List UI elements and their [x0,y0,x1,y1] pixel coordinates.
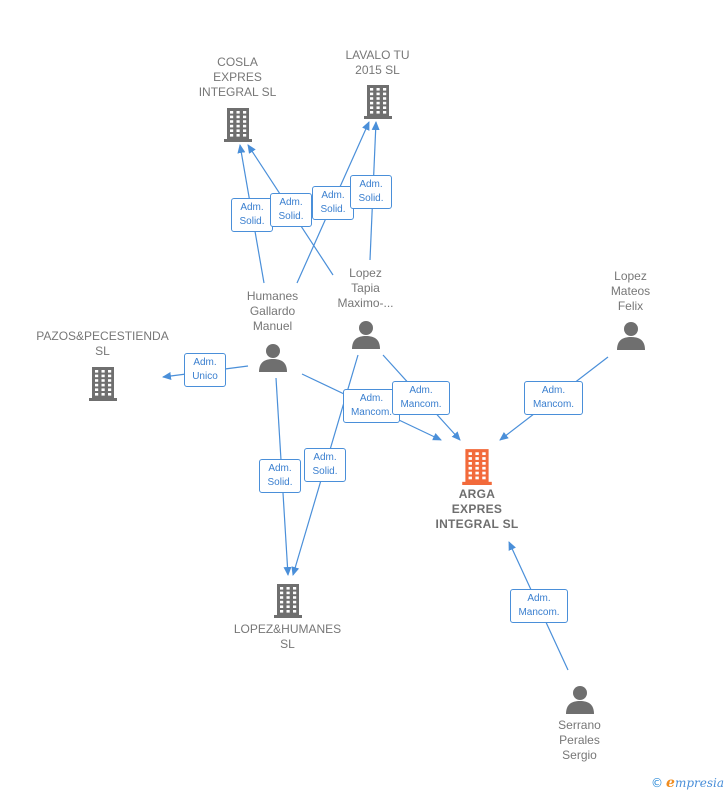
person-icon [258,344,287,372]
node-lavalo-tu-2015[interactable]: LAVALO TU 2015 SL [325,48,430,119]
node-arga-expres-integral[interactable]: ARGA EXPRES INTEGRAL SL [417,447,537,532]
relation-badge[interactable]: Adm. Solid. [304,448,346,482]
person-icon [565,686,594,714]
node-label: Lopez Mateos Felix [610,269,651,313]
node-label: LAVALO TU 2015 SL [345,48,410,77]
node-label: Serrano Perales Sergio [558,718,601,762]
building-icon [273,584,302,618]
relation-badge[interactable]: Adm. Solid. [231,198,273,232]
brand-name: mpresia [674,776,724,790]
building-icon [88,367,117,401]
relation-badge[interactable]: Adm. Mancom. [524,381,583,415]
person-icon [351,321,380,349]
node-lopez-tapia-maximo[interactable]: Lopez Tapia Maximo-... [318,266,413,349]
node-label: Humanes Gallardo Manuel [246,289,299,333]
brand-initial: e [666,775,675,791]
relation-badge[interactable]: Adm. Mancom. [392,381,450,415]
node-pazos-pecestienda[interactable]: PAZOS&PECESTIENDA SL [30,329,175,401]
node-label: ARGA EXPRES INTEGRAL SL [435,487,519,531]
copyright-icon: © [651,776,664,790]
node-serrano-perales-sergio[interactable]: Serrano Perales Sergio [532,684,627,763]
node-label: COSLA EXPRES INTEGRAL SL [198,55,277,99]
building-icon [223,108,252,142]
person-icon [616,322,645,350]
brand-footer: ©empresia [651,775,724,791]
node-humanes-gallardo-manuel[interactable]: Humanes Gallardo Manuel [225,289,320,372]
node-label: LOPEZ&HUMANES SL [233,622,342,651]
building-icon [363,85,392,119]
node-lopez-mateos-felix[interactable]: Lopez Mateos Felix [583,269,678,350]
node-label: Lopez Tapia Maximo-... [337,266,394,310]
relation-badge[interactable]: Adm. Mancom. [510,589,568,623]
relation-badge[interactable]: Adm. Solid. [259,459,301,493]
node-cosla-expres-integral[interactable]: COSLA EXPRES INTEGRAL SL [185,55,290,142]
relation-badge[interactable]: Adm. Solid. [312,186,354,220]
node-label: PAZOS&PECESTIENDA SL [36,329,169,358]
building-icon [462,449,492,485]
relation-badge[interactable]: Adm. Solid. [350,175,392,209]
node-lopez-humanes[interactable]: LOPEZ&HUMANES SL [225,582,350,652]
relation-badge[interactable]: Adm. Solid. [270,193,312,227]
relation-badge[interactable]: Adm. Unico [184,353,226,387]
